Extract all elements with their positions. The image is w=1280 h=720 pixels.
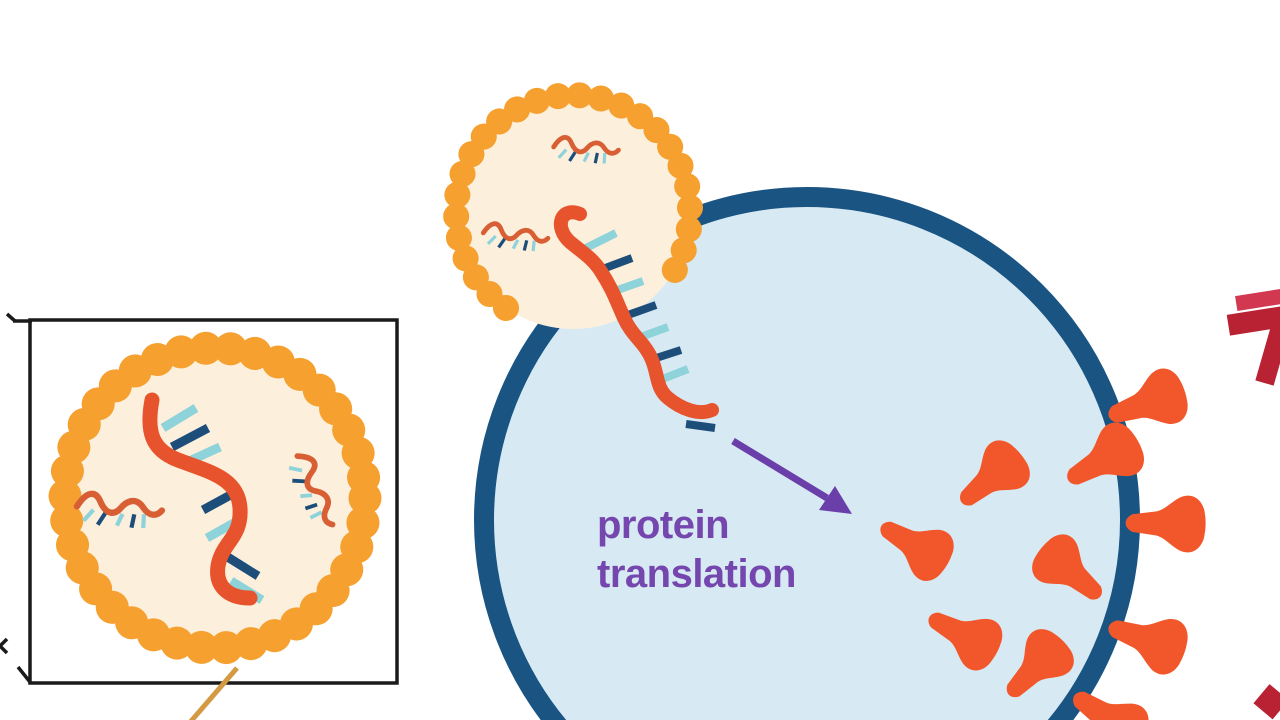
antibody-icon <box>1235 288 1280 311</box>
mrna-strand-entering-cell <box>554 205 719 432</box>
protein-translation-label: protein translation <box>597 501 796 599</box>
mrna-strand-icon <box>142 392 258 606</box>
translation-arrow-icon <box>731 438 852 514</box>
antibody-fragment-top <box>1226 288 1280 386</box>
label-line-2: translation <box>597 551 796 596</box>
antibody-icon <box>1226 303 1280 336</box>
lipid-bead-ring <box>443 82 704 321</box>
mrna-strand-inset <box>142 392 265 606</box>
label-line-1: protein <box>597 503 730 547</box>
antibody-icon <box>1253 684 1280 720</box>
inset-panel <box>0 312 399 720</box>
antibody-icon <box>1255 324 1280 386</box>
antibody-fragment-bottom <box>1253 684 1280 720</box>
magnifier-tick-marks <box>0 312 32 684</box>
nanoparticle-interior <box>65 348 365 648</box>
lipid-bead-ring <box>48 331 382 665</box>
callout-line <box>188 666 239 720</box>
mrna-strand-icon <box>554 205 719 420</box>
